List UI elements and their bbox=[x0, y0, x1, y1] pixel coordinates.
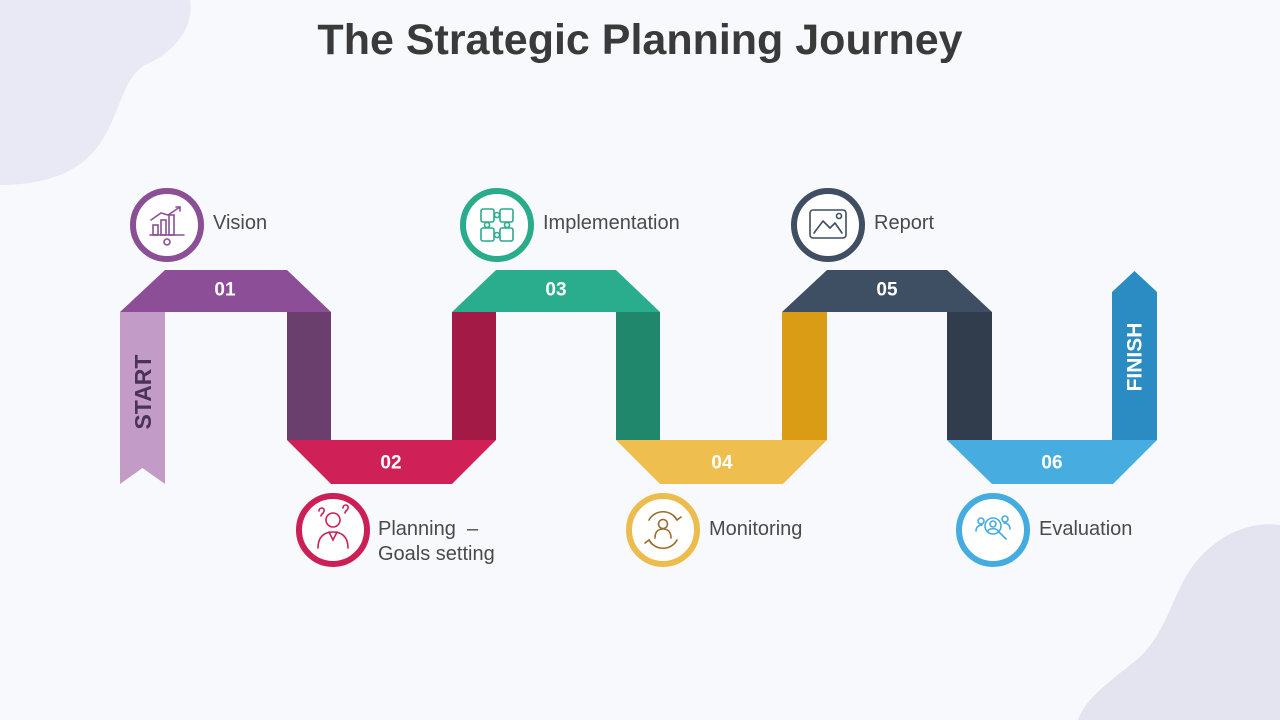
step-06-icon-circle bbox=[956, 493, 1030, 567]
step-03-icon-circle bbox=[460, 188, 534, 262]
step-02-connector bbox=[452, 312, 496, 440]
step-03-connector bbox=[616, 312, 660, 440]
step-05-number: 05 bbox=[876, 280, 898, 301]
step-03-ribbon bbox=[452, 270, 660, 312]
start-label: START bbox=[130, 355, 156, 430]
step-06-label: Evaluation bbox=[1039, 517, 1132, 542]
step-03-label: Implementation bbox=[543, 211, 680, 236]
team-search-icon bbox=[975, 515, 1011, 540]
step-03-number: 03 bbox=[545, 280, 566, 301]
step-06-label-line-1: Evaluation bbox=[1039, 518, 1133, 540]
finish-band bbox=[1112, 271, 1157, 440]
start-band bbox=[120, 312, 165, 484]
puzzle-pieces-icon bbox=[480, 208, 514, 242]
background-blob-top-left bbox=[0, 0, 191, 185]
step-01-label-line-1: Vision bbox=[213, 212, 268, 234]
step-05-connector bbox=[947, 312, 992, 440]
step-01-label: Vision bbox=[213, 211, 267, 236]
person-cycle-icon bbox=[644, 511, 682, 549]
step-04-label-line-1: Monitoring bbox=[709, 518, 803, 540]
step-01-number: 01 bbox=[214, 280, 236, 301]
step-02-number: 02 bbox=[380, 453, 401, 474]
step-01-icon-circle bbox=[130, 188, 204, 262]
step-05-label-line-1: Report bbox=[874, 212, 935, 234]
report-image-icon bbox=[809, 209, 847, 239]
step-05-ribbon bbox=[782, 270, 992, 312]
step-04-icon-circle bbox=[626, 493, 700, 567]
step-02-icon-circle bbox=[296, 493, 370, 567]
step-02-label-line-2: Goals setting bbox=[378, 543, 495, 565]
step-04-ribbon bbox=[616, 440, 827, 484]
page-title: The Strategic Planning Journey bbox=[317, 16, 963, 64]
step-05-label: Report bbox=[874, 211, 934, 236]
thinking-person-icon bbox=[317, 504, 349, 549]
step-06-number: 06 bbox=[1041, 453, 1062, 474]
growth-chart-gear-icon bbox=[149, 206, 185, 246]
step-02-label-line-1: Planning – bbox=[378, 518, 479, 540]
step-01-ribbon bbox=[120, 270, 331, 312]
step-05-icon-circle bbox=[791, 188, 865, 262]
step-06-ribbon bbox=[947, 440, 1157, 484]
background-blob-bottom-right bbox=[1078, 524, 1280, 720]
step-02-ribbon bbox=[287, 440, 496, 484]
step-04-connector bbox=[782, 312, 827, 440]
finish-label: FINISH bbox=[1124, 323, 1147, 392]
step-02-label: Planning – Goals setting bbox=[378, 517, 495, 567]
step-04-label: Monitoring bbox=[709, 517, 802, 542]
step-01-connector bbox=[287, 312, 331, 440]
step-03-label-line-1: Implementation bbox=[543, 212, 680, 234]
step-04-number: 04 bbox=[711, 453, 733, 474]
